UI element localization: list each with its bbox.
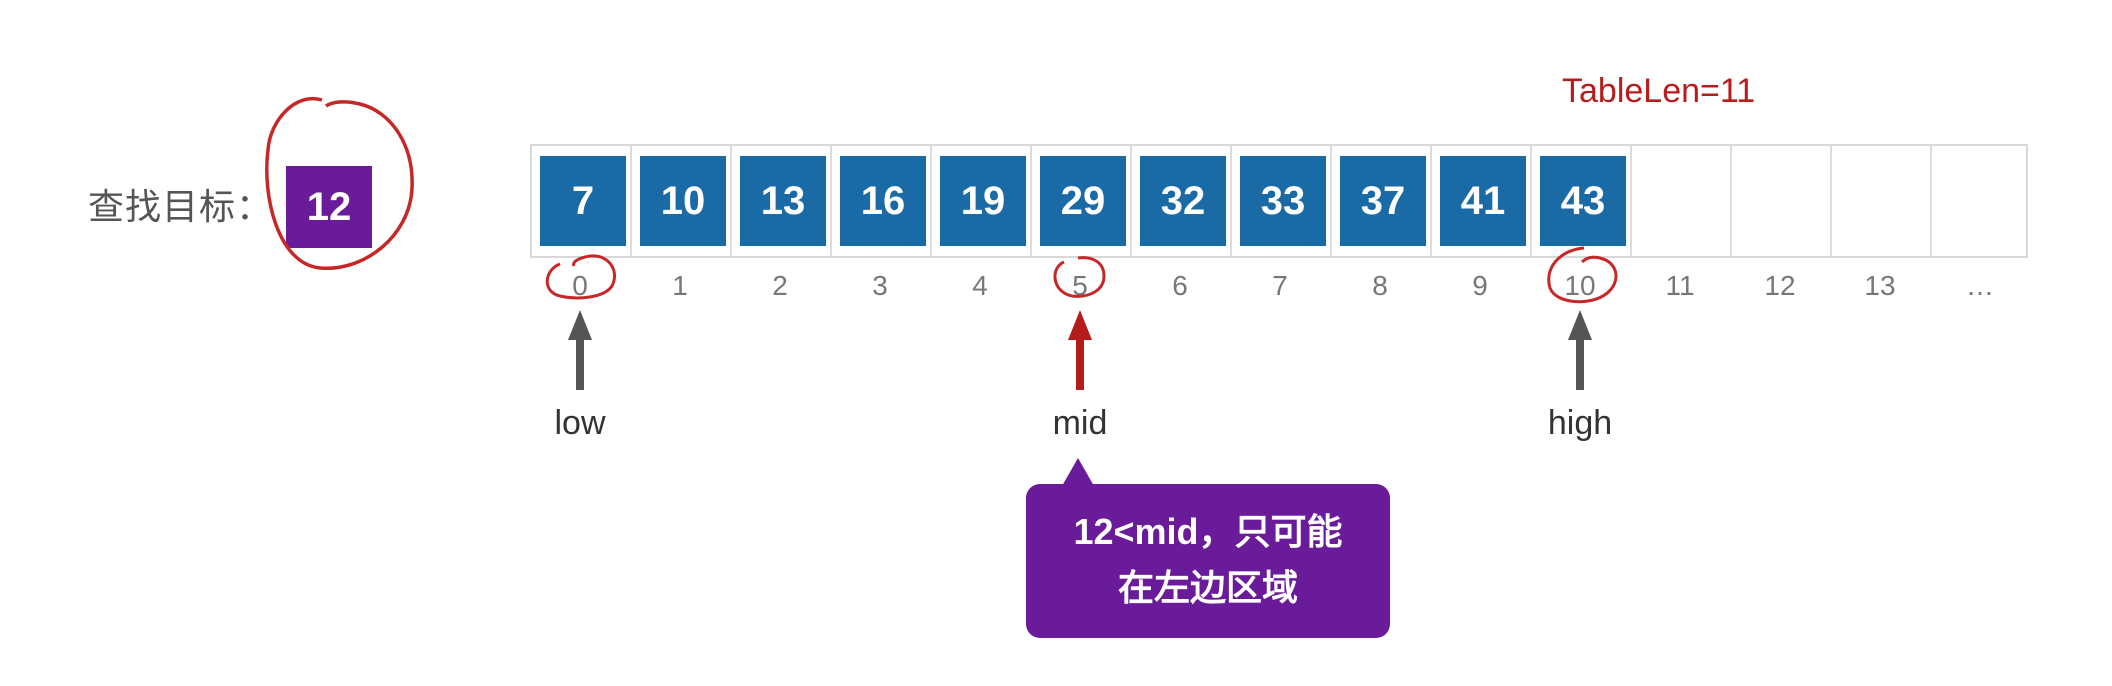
target-circle-annotation bbox=[265, 96, 414, 270]
array-cell: 16 bbox=[832, 146, 932, 256]
low-pointer-label: low bbox=[554, 404, 606, 442]
mid-comparison-tooltip: 12<mid，只可能 在左边区域 bbox=[1026, 484, 1390, 638]
index-5-circle-annotation bbox=[1053, 256, 1106, 298]
index-label-ellipsis: … bbox=[1966, 270, 1994, 301]
tooltip-tail bbox=[1062, 458, 1094, 486]
high-pointer-label: high bbox=[1547, 404, 1613, 442]
array-cell: 43 bbox=[1532, 146, 1632, 256]
array-cell: 7 bbox=[532, 146, 632, 256]
index-label: 4 bbox=[972, 270, 988, 301]
index-label: 11 bbox=[1665, 270, 1695, 301]
array-value: 43 bbox=[1540, 156, 1626, 246]
array-cell: 32 bbox=[1132, 146, 1232, 256]
search-target-value: 12 bbox=[286, 166, 372, 248]
index-label: 7 bbox=[1272, 270, 1288, 301]
array-cell: 41 bbox=[1432, 146, 1532, 256]
array-cell-empty bbox=[1732, 146, 1832, 256]
index-10-circle-annotation bbox=[1547, 246, 1618, 304]
index-label: 10 bbox=[1564, 270, 1596, 301]
index-label: 5 bbox=[1072, 270, 1088, 301]
index-label: 0 bbox=[572, 270, 588, 301]
array-value: 13 bbox=[740, 156, 826, 246]
index-label: 13 bbox=[1864, 270, 1896, 301]
array-cell-empty bbox=[1832, 146, 1932, 256]
low-arrow-icon bbox=[568, 310, 592, 390]
index-label: 12 bbox=[1764, 270, 1796, 301]
index-label: 1 bbox=[672, 270, 688, 301]
search-target-label: 查找目标： bbox=[88, 186, 274, 227]
array-cell: 13 bbox=[732, 146, 832, 256]
mid-arrow-icon bbox=[1068, 310, 1092, 390]
index-label: 9 bbox=[1472, 270, 1488, 301]
tooltip-line-1: 12<mid，只可能 bbox=[1073, 511, 1343, 552]
tooltip-line-2: 在左边区域 bbox=[1117, 567, 1298, 608]
array-table: 7 10 13 16 19 29 32 33 37 41 43 bbox=[530, 144, 2028, 258]
index-label: 3 bbox=[872, 270, 888, 301]
array-value: 16 bbox=[840, 156, 926, 246]
array-cell: 10 bbox=[632, 146, 732, 256]
array-value: 10 bbox=[640, 156, 726, 246]
array-value: 19 bbox=[940, 156, 1026, 246]
array-cell: 29 bbox=[1032, 146, 1132, 256]
array-value: 7 bbox=[540, 156, 626, 246]
array-cell-empty bbox=[1632, 146, 1732, 256]
index-0-circle-annotation bbox=[545, 254, 616, 300]
array-value: 32 bbox=[1140, 156, 1226, 246]
array-value: 33 bbox=[1240, 156, 1326, 246]
table-length-label: TableLen=11 bbox=[1562, 72, 1756, 110]
array-value: 37 bbox=[1340, 156, 1426, 246]
array-value: 29 bbox=[1040, 156, 1126, 246]
index-label: 8 bbox=[1372, 270, 1388, 301]
array-cell: 37 bbox=[1332, 146, 1432, 256]
index-label: 2 bbox=[772, 270, 788, 301]
high-arrow-icon bbox=[1568, 310, 1592, 390]
array-value: 41 bbox=[1440, 156, 1526, 246]
array-cell: 33 bbox=[1232, 146, 1332, 256]
mid-pointer-label: mid bbox=[1052, 404, 1108, 442]
array-cell: 19 bbox=[932, 146, 1032, 256]
index-label: 6 bbox=[1172, 270, 1188, 301]
